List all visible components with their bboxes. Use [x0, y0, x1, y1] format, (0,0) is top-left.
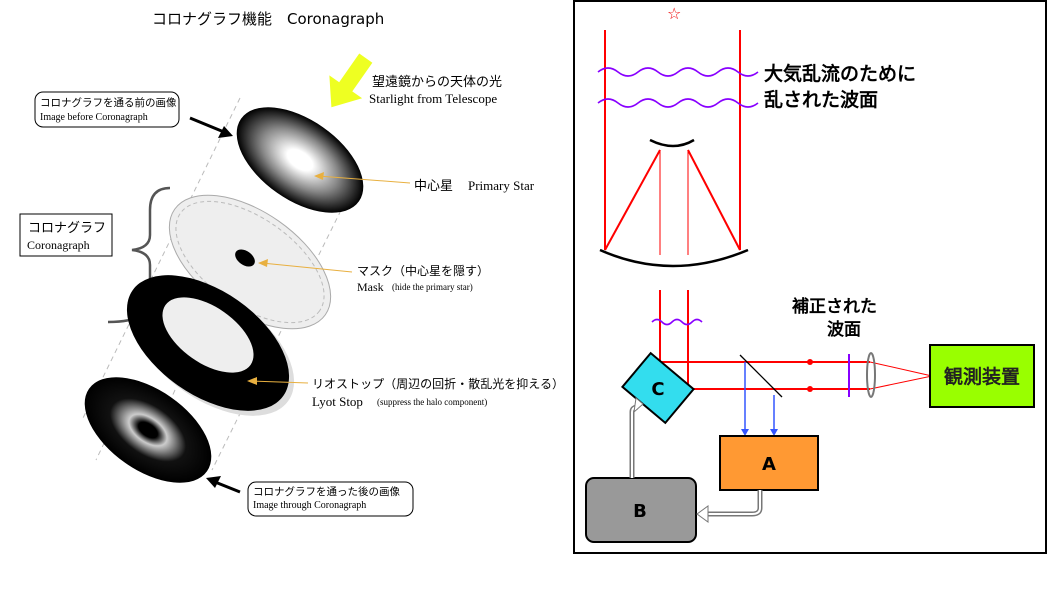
arrowhead-icon [741, 429, 749, 436]
turbulence-label-line2: 乱された波面 [764, 88, 878, 111]
mask-label-en: Mask [357, 280, 384, 294]
primary-star-label-en: Primary Star [468, 178, 535, 193]
secondary-mirror [649, 138, 695, 148]
mask-inner-outline [175, 200, 325, 324]
box-b-label: B [633, 501, 647, 522]
primary-star-label-jp: 中心星 [414, 179, 453, 194]
lyot-label-note: (suppress the halo component) [377, 397, 487, 407]
lens-icon [866, 352, 876, 398]
coronagraph-label-jp: コロナグラフ [28, 221, 106, 236]
mask-label-jp: マスク（中心星を隠す） [357, 263, 489, 278]
image-before-disc [236, 107, 364, 213]
primary-mirror [599, 248, 749, 268]
arrowhead-icon [696, 505, 709, 523]
before-label-en: Image before Coronagraph [40, 112, 148, 123]
after-label-jp: コロナグラフを通った後の画像 [253, 485, 400, 498]
mask-arrowhead-icon [258, 259, 268, 267]
light-beams [604, 30, 933, 390]
lyot-label-jp: リオストップ（周辺の回折・散乱光を抑える） [312, 376, 564, 391]
lyot-arrowhead-icon [247, 377, 257, 385]
arrowhead-icon [770, 429, 778, 436]
instrument-box [929, 344, 1035, 408]
wavefront-sensor-beams [744, 362, 775, 432]
instrument-label: 観測装置 [944, 365, 1020, 388]
primary-star-arrowhead-icon [314, 172, 324, 180]
box-c-label: C [651, 379, 664, 400]
beam-marker [807, 359, 813, 365]
before-pointer-arrow-icon [189, 116, 233, 138]
primary-star-pointer [317, 175, 411, 184]
distorted-wavefronts [597, 67, 759, 326]
arrowhead-icon [633, 397, 644, 414]
box-a-label: A [762, 454, 776, 475]
star-icon: ☆ [667, 4, 681, 23]
starlight-label-en: Starlight from Telescope [369, 91, 497, 106]
panel-title: コロナグラフ機能 Coronagraph [152, 10, 384, 28]
turbulence-label-line1: 大気乱流のために [764, 62, 916, 85]
corrected-label-line1: 補正された [791, 296, 877, 317]
signal-arrow-inner [705, 490, 761, 515]
before-label-jp: コロナグラフを通る前の画像 [40, 96, 177, 109]
after-pointer-arrow-icon [206, 476, 241, 494]
controller-box-b [585, 477, 697, 543]
deformable-mirror-c: C [621, 351, 695, 425]
mask-label-note: (hide the primary star) [392, 282, 473, 292]
coronagraph-label-en: Coronagraph [27, 238, 90, 252]
lyot-stop-aperture [162, 297, 254, 373]
after-label-en: Image through Coronagraph [253, 500, 366, 511]
mask-pointer [261, 262, 353, 273]
lyot-label-en: Lyot Stop [312, 394, 363, 409]
after-callout [247, 481, 414, 517]
lyot-pointer [251, 380, 309, 384]
coronagraph-label-box [19, 213, 113, 257]
adaptive-optics-panel: ☆ 大気乱流のために 乱された波面 補正された 波面 [573, 0, 1047, 554]
beam-splitter [739, 354, 783, 398]
corrected-label-line2: 波面 [827, 319, 861, 340]
starlight-label-jp: 望遠鏡からの天体の光 [372, 74, 502, 90]
beam-marker [807, 386, 813, 392]
before-callout [34, 91, 180, 128]
wavefront-sensor-box-a [719, 435, 819, 491]
starlight-arrow-icon [329, 53, 373, 108]
image-after-disc [84, 377, 212, 483]
mask-spot [235, 249, 255, 267]
coronagraph-panel: コロナグラフ機能 Coronagraph 望遠鏡からの天体の光 Starligh… [19, 10, 564, 517]
